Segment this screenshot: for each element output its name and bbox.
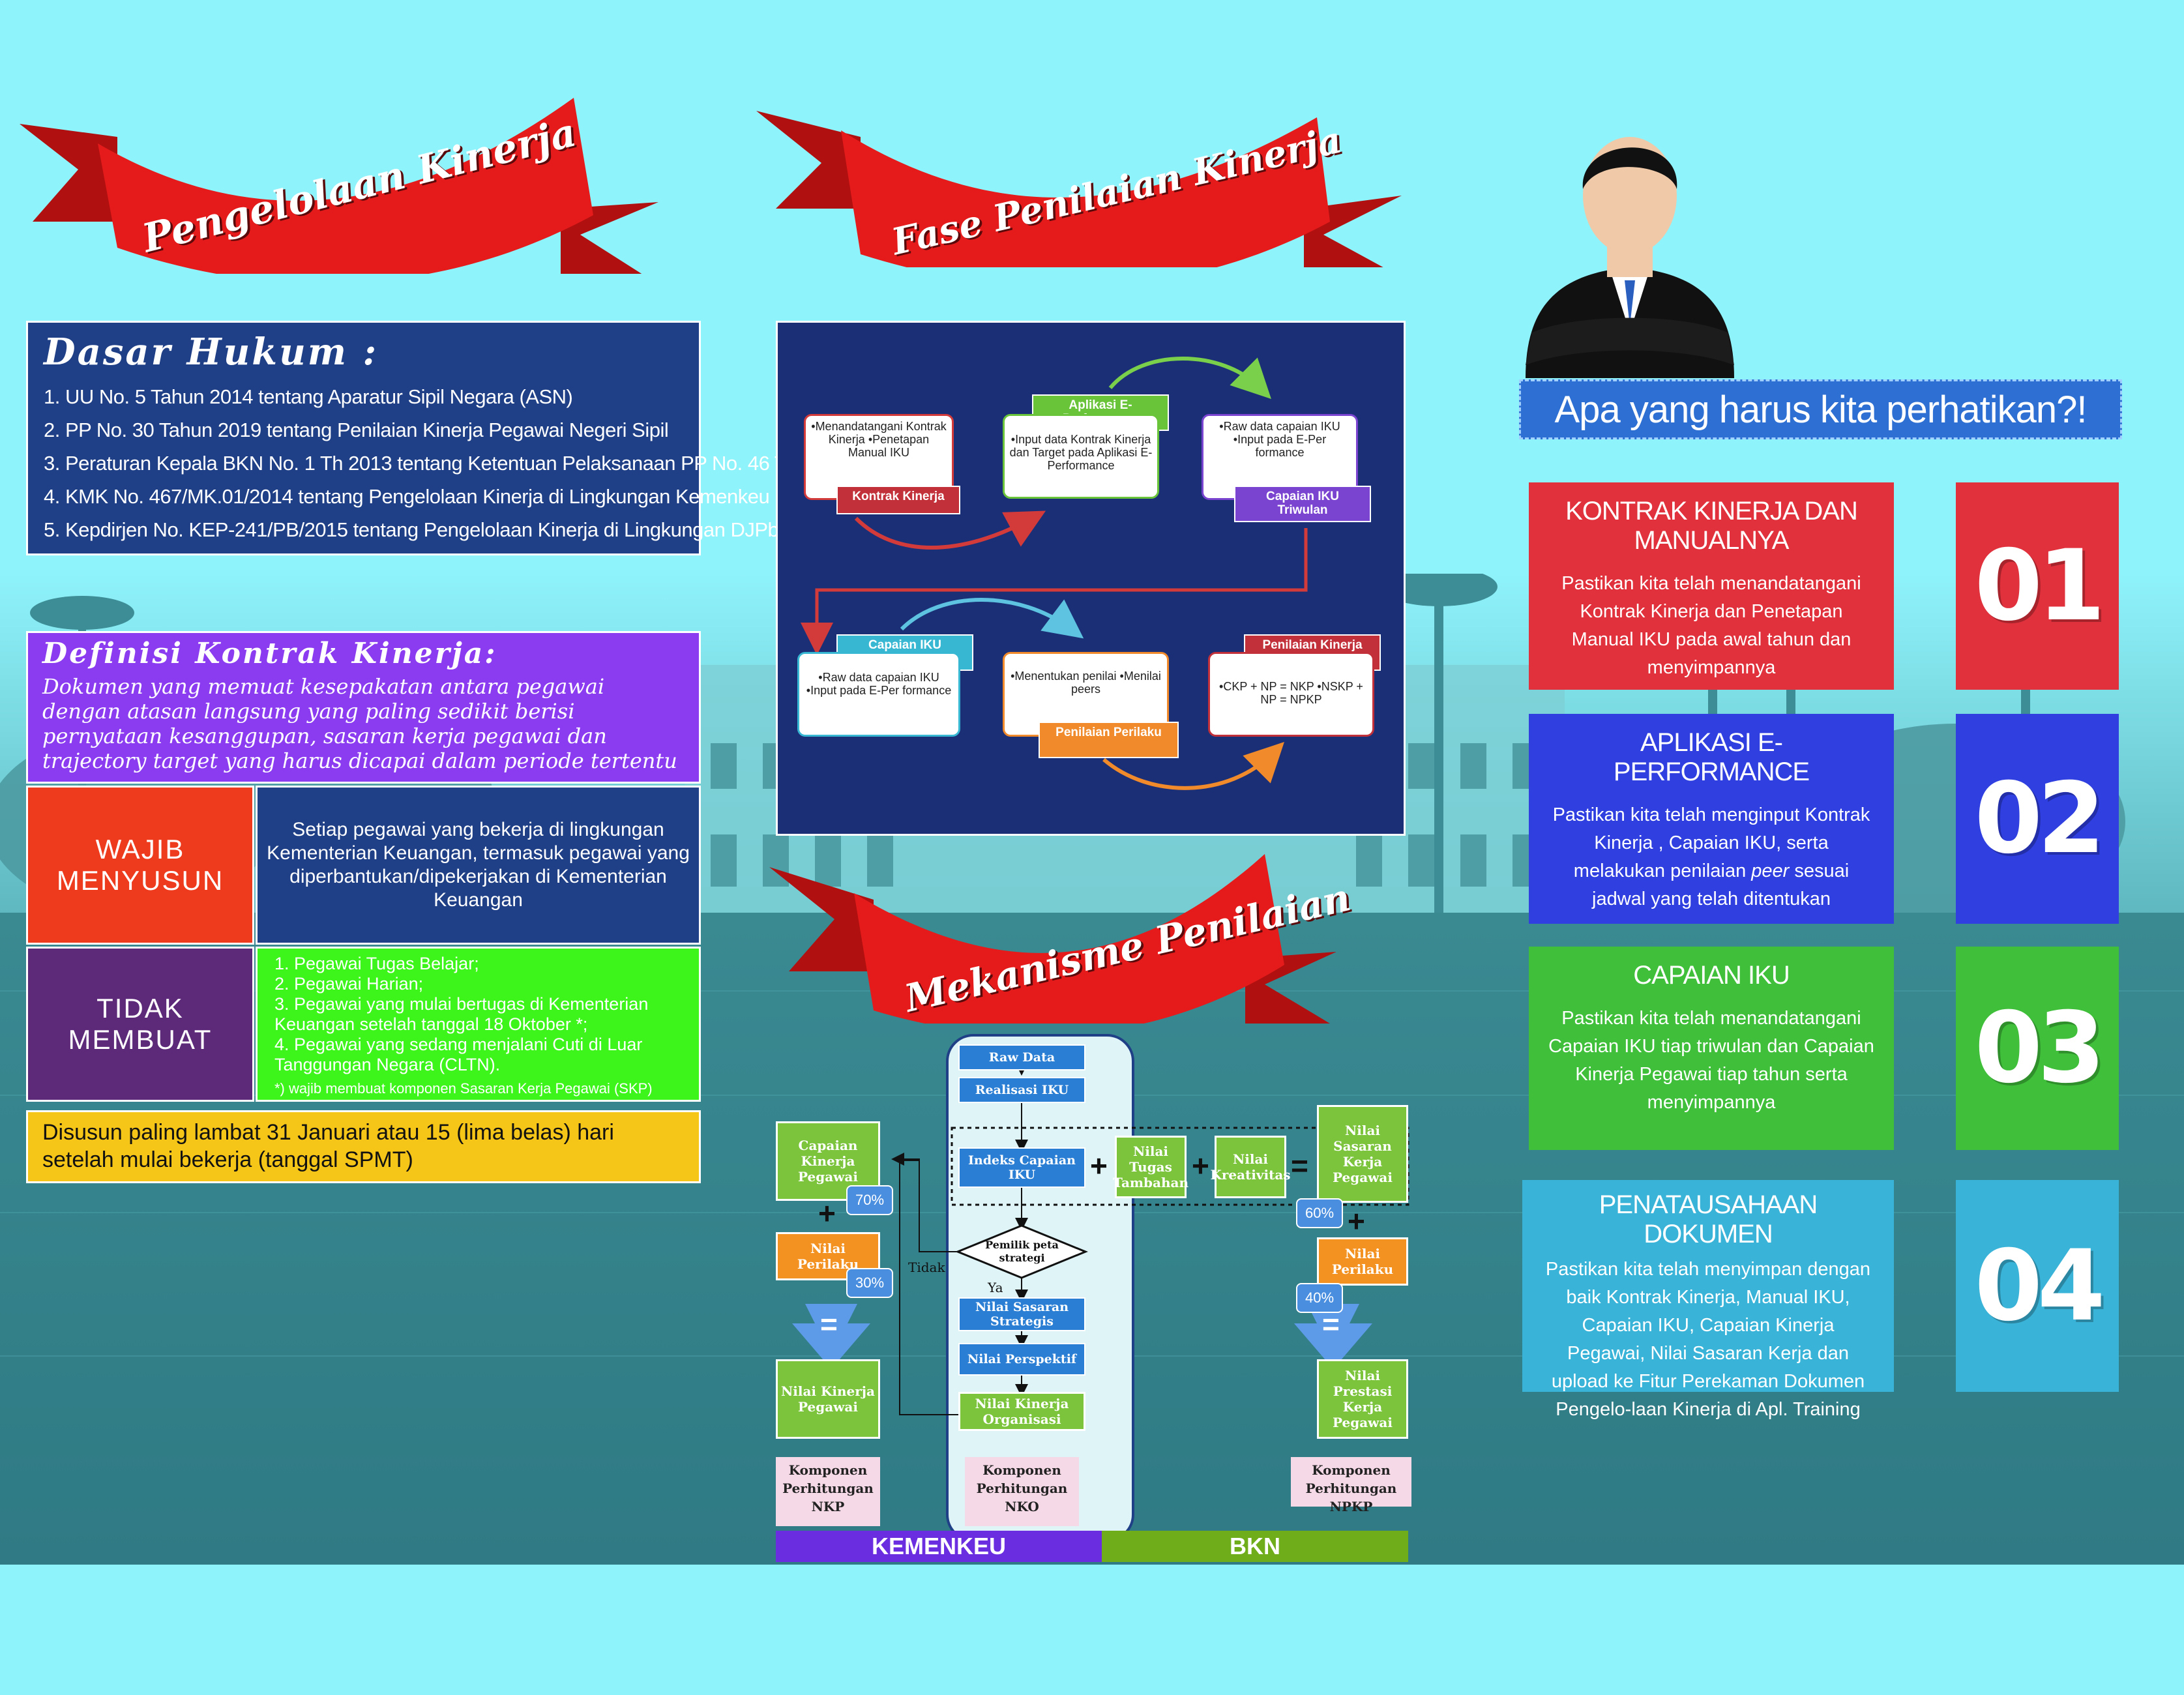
fase-arrows xyxy=(801,357,1308,790)
list-item: 3. Pegawai yang mulai bertugas di Kement… xyxy=(274,994,649,1034)
mekanisme-diagram: Raw Data Realisasi IKU Indeks Capaian IK… xyxy=(769,1030,1415,1565)
card-text-emphasis: peer xyxy=(1751,861,1790,881)
pct-70-badge: 70% xyxy=(846,1185,893,1215)
card-penatausahaan: PENATAUSAHAAN DOKUMEN Pastikan kita tela… xyxy=(1522,1180,1894,1420)
plus-icon: + xyxy=(1348,1204,1365,1238)
fase-perilaku-tag: Penilaian Perilaku xyxy=(1039,722,1179,758)
prestasi-kerja-box: Nilai Prestasi Kerja Pegawai xyxy=(1317,1359,1408,1439)
definisi-title: Definisi Kontrak Kinerja: xyxy=(42,637,497,670)
card-title: PENATAUSAHAAN DOKUMEN xyxy=(1599,1190,1818,1248)
equals-icon: = xyxy=(1291,1149,1308,1183)
plus-icon: + xyxy=(1090,1149,1108,1183)
number-badge-03: 03 xyxy=(1956,947,2119,1150)
list-item: 1. Pegawai Tugas Belajar; xyxy=(274,954,479,973)
pct-60-badge: 60% xyxy=(1296,1198,1343,1228)
nilai-perilaku-right-box: Nilai Perilaku xyxy=(1317,1237,1408,1286)
plus-icon: + xyxy=(818,1196,836,1230)
card-text-part: Pastikan kita telah menginput Kontrak Ki… xyxy=(1552,804,1870,881)
realisasi-box: Realisasi IKU xyxy=(958,1077,1085,1103)
perhatian-title: Apa yang harus kita perhatikan?! xyxy=(1554,388,2088,431)
perspektif-box: Nilai Perspektif xyxy=(958,1343,1085,1376)
tugas-tambahan-box: Nilai Tugas Tambahan xyxy=(1113,1136,1188,1198)
list-item: 2. Pegawai Harian; xyxy=(274,974,424,994)
komponen-nkp: Komponen Perhitungan NKP xyxy=(776,1457,880,1526)
pemilik-label: Pemilik peta strategi xyxy=(985,1239,1059,1264)
wajib-text-content: Setiap pegawai yang bekerja di lingkunga… xyxy=(267,819,690,911)
card-text: Pastikan kita telah menandatangani Capai… xyxy=(1548,1008,1874,1113)
fase-kontrak-tag: Kontrak Kinerja xyxy=(836,486,960,514)
number-badge-01: 01 xyxy=(1956,482,2119,690)
card-title: KONTRAK KINERJA DAN MANUALNYA xyxy=(1565,497,1858,555)
wajib-line1: WAJIB xyxy=(95,834,185,864)
list-item: 1. UU No. 5 Tahun 2014 tentang Aparatur … xyxy=(44,385,573,408)
plus-icon: + xyxy=(1192,1149,1209,1183)
card-kontrak: KONTRAK KINERJA DAN MANUALNYA Pastikan k… xyxy=(1529,482,1894,690)
raw-data-box: Raw Data xyxy=(958,1044,1085,1070)
ribbon-mekanisme: Mekanisme Penilaian xyxy=(769,841,1354,1036)
wajib-menyusun-text: Setiap pegawai yang bekerja di lingkunga… xyxy=(256,786,701,945)
dasar-hukum-list: 1. UU No. 5 Tahun 2014 tentang Aparatur … xyxy=(44,380,845,546)
tidak-label: Tidak xyxy=(908,1260,945,1275)
card-aplikasi: APLIKASI E-PERFORMANCE Pastikan kita tel… xyxy=(1529,714,1894,924)
card-text: Pastikan kita telah menandatangani Kontr… xyxy=(1561,573,1861,678)
kemenkeu-label: KEMENKEU xyxy=(871,1533,1006,1559)
sasaran-kerja-box: Nilai Sasaran Kerja Pegawai xyxy=(1317,1105,1408,1203)
definisi-panel: Definisi Kontrak Kinerja: Dokumen yang m… xyxy=(26,631,701,784)
kinerja-organisasi-box: Nilai Kinerja Organisasi xyxy=(958,1392,1085,1431)
kemenkeu-bar: KEMENKEU xyxy=(776,1531,1102,1562)
dasar-hukum-panel: Dasar Hukum : 1. UU No. 5 Tahun 2014 ten… xyxy=(26,321,845,555)
disusun-text: Disusun paling lambat 31 Januari atau 15… xyxy=(42,1120,614,1172)
equals-icon: = xyxy=(820,1307,838,1341)
card-capaian: CAPAIAN IKU Pastikan kita telah menandat… xyxy=(1529,947,1894,1150)
perhatian-title-bar: Apa yang harus kita perhatikan?! xyxy=(1519,379,2122,439)
fase-triwulan-tag: Capaian IKU Triwulan xyxy=(1234,486,1371,522)
businessman-icon xyxy=(1526,137,1734,378)
card-text-part: sesuai jadwal yang telah ditentukan xyxy=(1592,861,1850,909)
sasaran-strategis-box: Nilai Sasaran Strategis xyxy=(958,1297,1085,1331)
list-item: 3. Peraturan Kepala BKN No. 1 Th 2013 te… xyxy=(44,452,845,475)
card-title: APLIKASI E-PERFORMANCE xyxy=(1613,728,1810,786)
bottom-band xyxy=(0,1565,2184,1695)
list-item: 4. KMK No. 467/MK.01/2014 tentang Pengel… xyxy=(44,485,770,508)
fase-tahunan-card: •Raw data capaian IKU •Input pada E-Per … xyxy=(797,652,960,737)
card-text: Pastikan kita telah menyimpan dengan bai… xyxy=(1545,1259,1871,1420)
card-title: CAPAIAN IKU xyxy=(1633,961,1790,990)
indeks-box: Indeks Capaian IKU xyxy=(958,1147,1085,1188)
komponen-npkp: Komponen Perhitungan NPKP xyxy=(1291,1457,1411,1514)
wajib-line2: MENYUSUN xyxy=(56,865,224,896)
bkn-label: BKN xyxy=(1230,1533,1280,1559)
tidak-note: *) wajib membuat komponen Sasaran Kerja … xyxy=(274,1080,653,1097)
definisi-text: Dokumen yang memuat kesepakatan antara p… xyxy=(42,674,677,773)
pct-40-badge: 40% xyxy=(1296,1283,1343,1313)
tidak-membuat-text: 1. Pegawai Tugas Belajar; 2. Pegawai Har… xyxy=(256,947,701,1102)
ya-label: Ya xyxy=(988,1280,1003,1295)
kreativitas-box: Nilai Kreativitas xyxy=(1210,1136,1291,1198)
tidak-line2: MEMBUAT xyxy=(68,1024,213,1055)
dasar-hukum-title: Dasar Hukum : xyxy=(44,331,379,374)
fase-aplikasi-card: •Input data Kontrak Kinerja dan Target p… xyxy=(1003,414,1159,499)
number-badge-02: 02 xyxy=(1956,714,2119,924)
fase-pegawai-card: •CKP + NP = NKP •NSKP + NP = NPKP xyxy=(1208,652,1374,737)
disusun-note: Disusun paling lambat 31 Januari atau 15… xyxy=(26,1110,701,1183)
card-text: Pastikan kita telah menginput Kontrak Ki… xyxy=(1548,801,1874,913)
pct-30-badge: 30% xyxy=(846,1268,893,1298)
tidak-line1: TIDAK xyxy=(96,993,184,1024)
fase-diagram: •Menandatangani Kontrak Kinerja •Penetap… xyxy=(776,321,1406,836)
nilai-kinerja-pegawai-box: Nilai Kinerja Pegawai xyxy=(776,1359,880,1439)
ribbon-pengelolaan: Pengelolaan Kinerja xyxy=(20,85,658,284)
list-item: 2. PP No. 30 Tahun 2019 tentang Penilaia… xyxy=(44,419,669,441)
komponen-nko: Komponen Perhitungan NKO xyxy=(965,1457,1079,1526)
equals-icon: = xyxy=(1322,1307,1340,1341)
ribbon-fase: Fase Penilaian Kinerja xyxy=(756,98,1402,287)
bkn-bar: BKN xyxy=(1102,1531,1408,1562)
list-item: 5. Kepdirjen No. KEP-241/PB/2015 tentang… xyxy=(44,518,779,541)
tidak-list: 1. Pegawai Tugas Belajar; 2. Pegawai Har… xyxy=(274,954,682,1075)
list-item: 4. Pegawai yang sedang menjalani Cuti di… xyxy=(274,1035,643,1074)
number-badge-04: 04 xyxy=(1956,1180,2119,1392)
